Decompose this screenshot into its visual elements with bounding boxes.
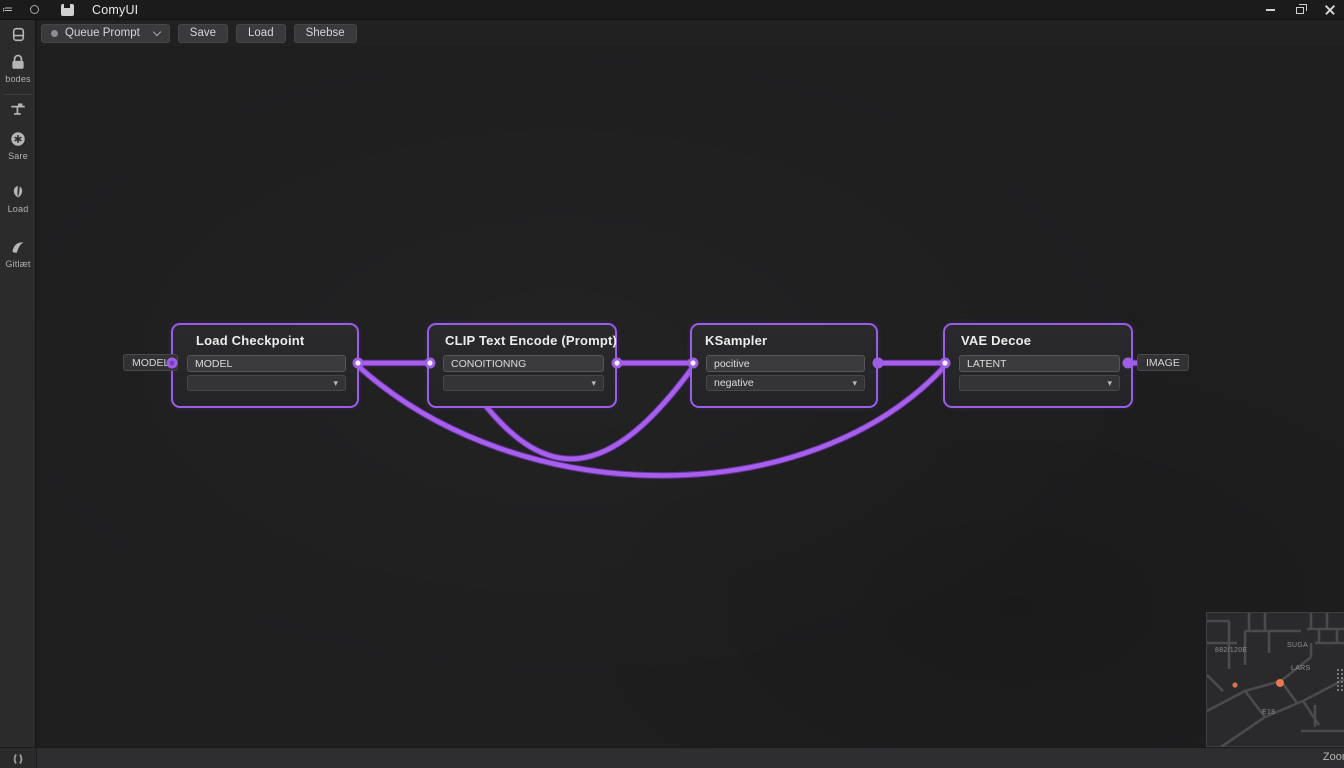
sidebar-item-tool[interactable] — [0, 101, 36, 119]
load-button[interactable]: Load — [236, 23, 286, 43]
dropdown-caret-icon: ▾ — [1107, 377, 1112, 388]
left-sidebar: bodes Sare Load — [0, 20, 36, 747]
brackets-icon — [13, 753, 23, 764]
tool-icon — [11, 103, 25, 115]
dropdown-caret-icon: ▾ — [333, 377, 338, 388]
sidebar-divider — [4, 94, 32, 95]
minimap-marker-small — [1232, 682, 1238, 688]
queue-status-dot — [51, 29, 58, 37]
node-title: VAE Decoe — [961, 333, 1032, 348]
minimap-label: E18 — [1262, 709, 1276, 716]
node-load-checkpoint[interactable]: Load Checkpoint MODEL ▾ — [171, 323, 359, 408]
sidebar-item-label: Load — [7, 204, 29, 214]
field-label: MODEL — [195, 357, 233, 370]
sidebar-item-label: bodes — [5, 74, 31, 84]
open-icon — [13, 186, 23, 198]
dropdown-caret-icon: ▾ — [591, 377, 596, 388]
minimap-label: 882/120E — [1215, 647, 1248, 654]
nodes-icon — [12, 54, 24, 69]
sidebar-item-storage[interactable] — [0, 26, 36, 43]
zoom-label: Zoom — [1322, 751, 1344, 763]
field-label: LATENT — [967, 357, 1007, 370]
node-field-conditioning[interactable]: CONOITIONNG — [443, 355, 604, 372]
minimap[interactable]: 882/120E SUGA LARS E18 — [1206, 612, 1344, 749]
minimap-marker-large — [1276, 679, 1284, 687]
field-label: pocitive — [714, 357, 750, 370]
field-label: negative — [714, 377, 754, 389]
model-input-tag[interactable]: MODEL — [123, 354, 179, 371]
app-icon — [61, 3, 74, 16]
node-vae-decode[interactable]: VAE Decoe LATENT ▾ — [943, 323, 1133, 408]
maximize-button[interactable] — [1292, 2, 1308, 18]
field-label: CONOITIONNG — [451, 357, 527, 370]
sidebar-item-label: Sare — [8, 151, 28, 161]
minimize-button[interactable] — [1262, 2, 1278, 18]
node-field-model[interactable]: MODEL — [187, 355, 346, 372]
badge-icon — [11, 132, 25, 146]
node-ksampler[interactable]: KSampler pocitive negative ▾ — [690, 323, 878, 408]
save-button[interactable]: Save — [177, 23, 229, 43]
node-dropdown[interactable]: ▾ — [443, 375, 604, 391]
status-bar: Zoom — [0, 747, 1344, 768]
close-button[interactable] — [1322, 2, 1338, 18]
record-circle-icon[interactable] — [30, 5, 39, 14]
gallery-icon — [12, 242, 24, 253]
sidebar-item-gallery[interactable]: Gitlæt — [0, 238, 36, 269]
sidebar-item-save[interactable]: Sare — [0, 130, 36, 161]
node-field-positive[interactable]: pocitive — [706, 355, 865, 372]
storage-icon — [12, 27, 24, 42]
title-bar: ≔ ComyUI — [0, 0, 1344, 20]
sidebar-item-load[interactable]: Load — [0, 183, 36, 214]
queue-prompt-label: Queue Prompt — [65, 27, 140, 39]
minimap-roads — [1206, 613, 1344, 749]
node-title: CLIP Text Encode (Prompt) — [445, 333, 618, 348]
statusbar-left-segment[interactable] — [0, 748, 37, 768]
minimap-label: SUGA — [1287, 642, 1309, 649]
sidebar-item-nodes[interactable]: bodes — [0, 53, 36, 84]
window-title: ComyUI — [92, 2, 139, 17]
dropdown-caret-icon: ▾ — [852, 377, 857, 388]
node-dropdown[interactable]: ▾ — [959, 375, 1120, 391]
node-title: Load Checkpoint — [196, 333, 305, 348]
image-output-tag[interactable]: IMAGE — [1137, 354, 1189, 371]
node-field-negative[interactable]: negative ▾ — [706, 375, 865, 391]
menu-icon[interactable]: ≔ — [2, 3, 13, 16]
node-field-latent[interactable]: LATENT — [959, 355, 1120, 372]
node-dropdown[interactable]: ▾ — [187, 375, 346, 391]
node-title: KSampler — [705, 333, 768, 348]
top-toolbar: Queue Prompt Save Load Shebse — [37, 20, 1344, 46]
queue-prompt-button[interactable]: Queue Prompt — [41, 23, 170, 43]
node-clip-text-encode[interactable]: CLIP Text Encode (Prompt) CONOITIONNG ▾ — [427, 323, 617, 408]
refresh-button[interactable]: Shebse — [293, 23, 357, 43]
minimap-label: LARS — [1291, 665, 1311, 672]
chevron-down-icon — [152, 27, 162, 36]
sidebar-item-label: Gitlæt — [5, 259, 31, 269]
